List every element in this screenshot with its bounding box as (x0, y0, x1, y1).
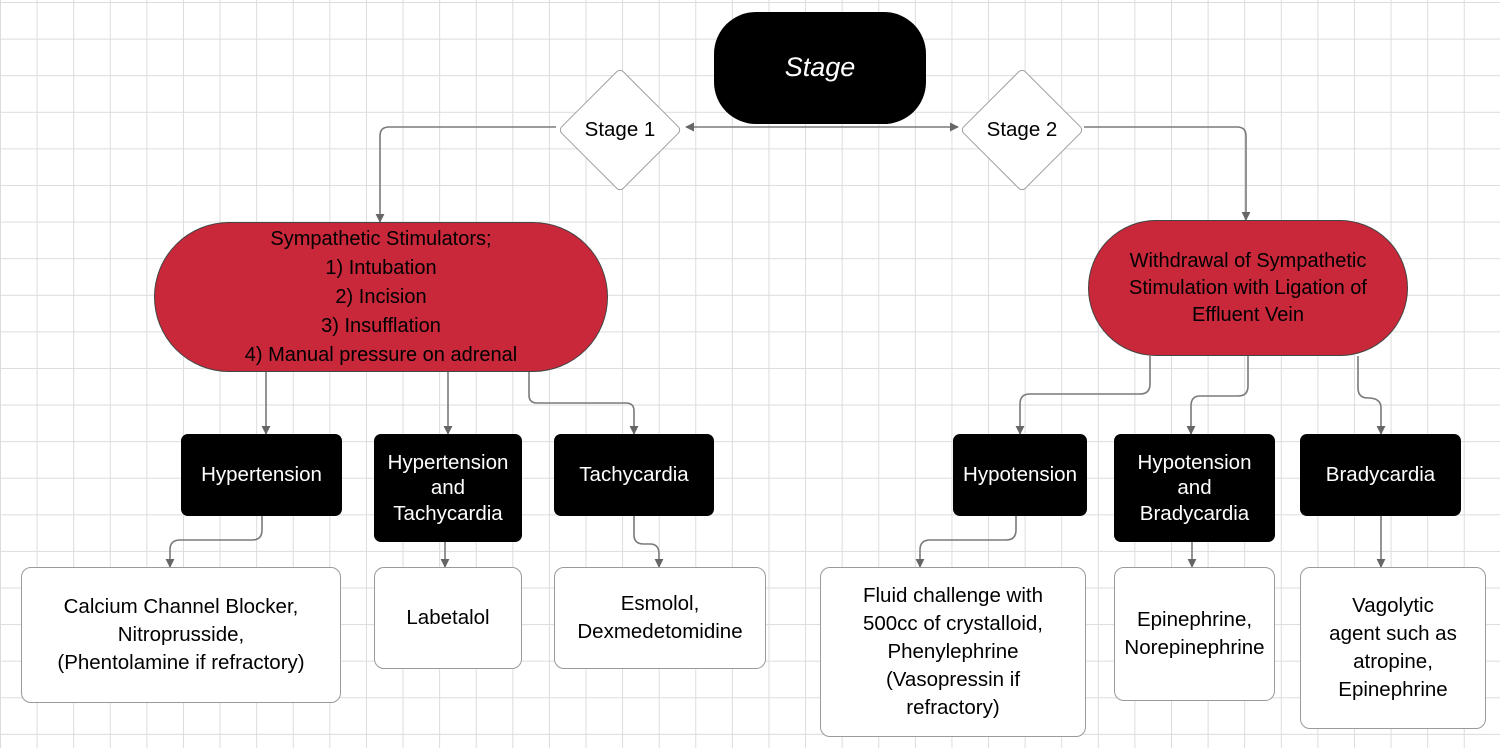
connector-stim-tachycardia (528, 370, 639, 435)
withdrawal-title: Withdrawal of Sympathetic Stimulation wi… (1129, 249, 1367, 326)
treatment-hypotension[interactable]: Fluid challenge with 500cc of crystalloi… (820, 567, 1086, 737)
condition-bradycardia-label: Bradycardia (1325, 463, 1436, 487)
treatment-bradycardia-text: Vagolytic agent such as atropine, Epinep… (1329, 594, 1457, 701)
condition-hypertension-label: Hypertension (201, 463, 322, 487)
stimulator-item-manual-pressure: 4) Manual pressure on adrenal (244, 343, 518, 366)
stimulators-title: Sympathetic Stimulators; (270, 227, 492, 250)
connector-withdrawal-hypo-brady (1186, 356, 1249, 435)
condition-hypertension-tachycardia-label: Hypertension and Tachycardia (387, 450, 509, 525)
stage-2-decision[interactable]: Stage 2 (958, 66, 1086, 194)
stage-1-decision[interactable]: Stage 1 (556, 66, 684, 194)
condition-bradycardia[interactable]: Bradycardia (1300, 434, 1461, 516)
treatment-hypotension-bradycardia-text: Epinephrine, Norepinephrine (1124, 608, 1265, 659)
sympathetic-withdrawal-node[interactable]: Withdrawal of Sympathetic Stimulation wi… (1088, 220, 1408, 356)
condition-hypotension-bradycardia-label: Hypotension and Bradycardia (1137, 450, 1252, 525)
condition-hypertension-tachycardia[interactable]: Hypertension and Tachycardia (374, 434, 522, 542)
condition-tachycardia[interactable]: Tachycardia (554, 434, 714, 516)
treatment-labetalol-text: Labetalol (406, 606, 490, 630)
treatment-hypertension-tachycardia[interactable]: Labetalol (374, 567, 522, 669)
connector-stage1-stimulators (375, 126, 556, 223)
condition-hypotension-bradycardia[interactable]: Hypotension and Bradycardia (1114, 434, 1275, 542)
connector-stage2-withdrawal (1084, 126, 1251, 221)
stage-2-label: Stage 2 (986, 118, 1058, 141)
treatment-tachycardia-text: Esmolol, Dexmedetomidine (577, 592, 743, 643)
treatment-hypertension-text: Calcium Channel Blocker, Nitroprusside, … (57, 595, 305, 674)
treatment-bradycardia[interactable]: Vagolytic agent such as atropine, Epinep… (1300, 567, 1486, 729)
stage-1-label: Stage 1 (584, 118, 656, 141)
connector-withdrawal-hypotension (1015, 356, 1151, 435)
stage-root-label: Stage (784, 52, 856, 83)
treatment-hypotension-text: Fluid challenge with 500cc of crystalloi… (862, 584, 1044, 719)
sympathetic-stimulators-node[interactable]: Sympathetic Stimulators; 1) Intubation 2… (154, 222, 608, 372)
treatment-tachycardia[interactable]: Esmolol, Dexmedetomidine (554, 567, 766, 669)
stimulator-item-insufflation: 3) Insufflation (321, 314, 441, 337)
connector-hypotension-fluid (915, 516, 1017, 568)
stimulator-item-intubation: 1) Intubation (325, 256, 437, 279)
condition-tachycardia-label: Tachycardia (579, 463, 689, 487)
treatment-hypertension[interactable]: Calcium Channel Blocker, Nitroprusside, … (21, 567, 341, 703)
stimulator-item-incision: 2) Incision (335, 285, 427, 308)
condition-hypertension[interactable]: Hypertension (181, 434, 342, 516)
connector-withdrawal-bradycardia (1357, 356, 1386, 435)
connector-tachycardia-esmolol (633, 516, 664, 568)
condition-hypotension-label: Hypotension (963, 463, 1077, 487)
treatment-hypotension-bradycardia[interactable]: Epinephrine, Norepinephrine (1114, 567, 1275, 701)
condition-hypotension[interactable]: Hypotension (953, 434, 1087, 516)
stage-root-node[interactable]: Stage (714, 12, 926, 124)
connector-hypertension-ccb (165, 516, 263, 568)
